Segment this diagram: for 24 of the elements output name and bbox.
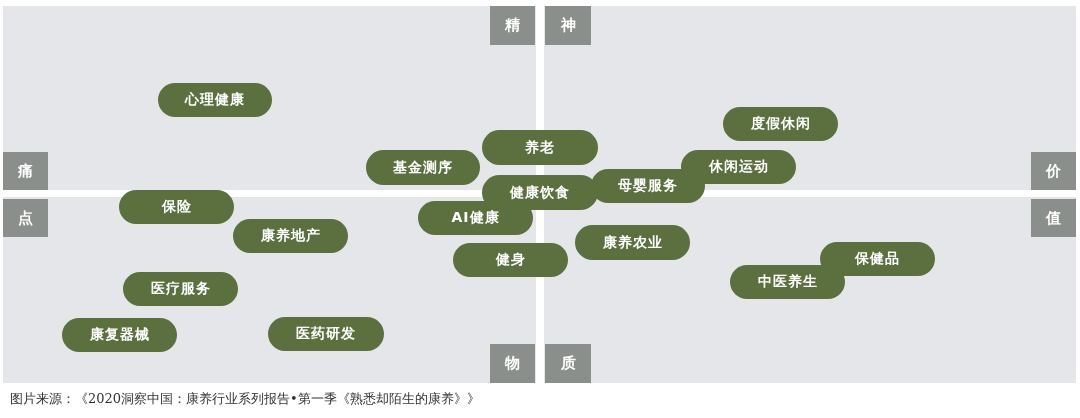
category-pill: 基金测序 — [366, 150, 480, 185]
category-pill: 心理健康 — [158, 83, 272, 117]
category-pill: 养老 — [482, 130, 598, 165]
category-pill: 康养地产 — [233, 219, 348, 253]
category-pill: 保健品 — [820, 242, 935, 276]
axis-label: 精 — [490, 6, 535, 45]
category-pill: 医疗服务 — [123, 272, 238, 306]
axis-label: 物 — [490, 344, 535, 383]
category-pill: 度假休闲 — [723, 107, 838, 141]
axis-label: 质 — [545, 344, 591, 383]
source-caption: 图片来源：《2020洞察中国：康养行业系列报告•第一季《熟悉却陌生的康养》》 — [10, 390, 480, 408]
axis-label: 价 — [1031, 152, 1076, 190]
category-pill: 康养农业 — [575, 225, 690, 260]
category-pill: 康复器械 — [62, 318, 177, 352]
category-pill: AI健康 — [418, 201, 533, 235]
category-pill: 中医养生 — [730, 265, 845, 299]
category-pill: 医药研发 — [268, 317, 384, 351]
category-pill: 健身 — [453, 243, 568, 277]
category-pill: 保险 — [119, 190, 234, 224]
axis-label: 痛 — [3, 152, 48, 190]
category-pill: 母婴服务 — [591, 169, 705, 203]
axis-label: 神 — [545, 6, 591, 45]
axis-label: 点 — [3, 199, 48, 237]
axis-label: 值 — [1031, 199, 1076, 237]
